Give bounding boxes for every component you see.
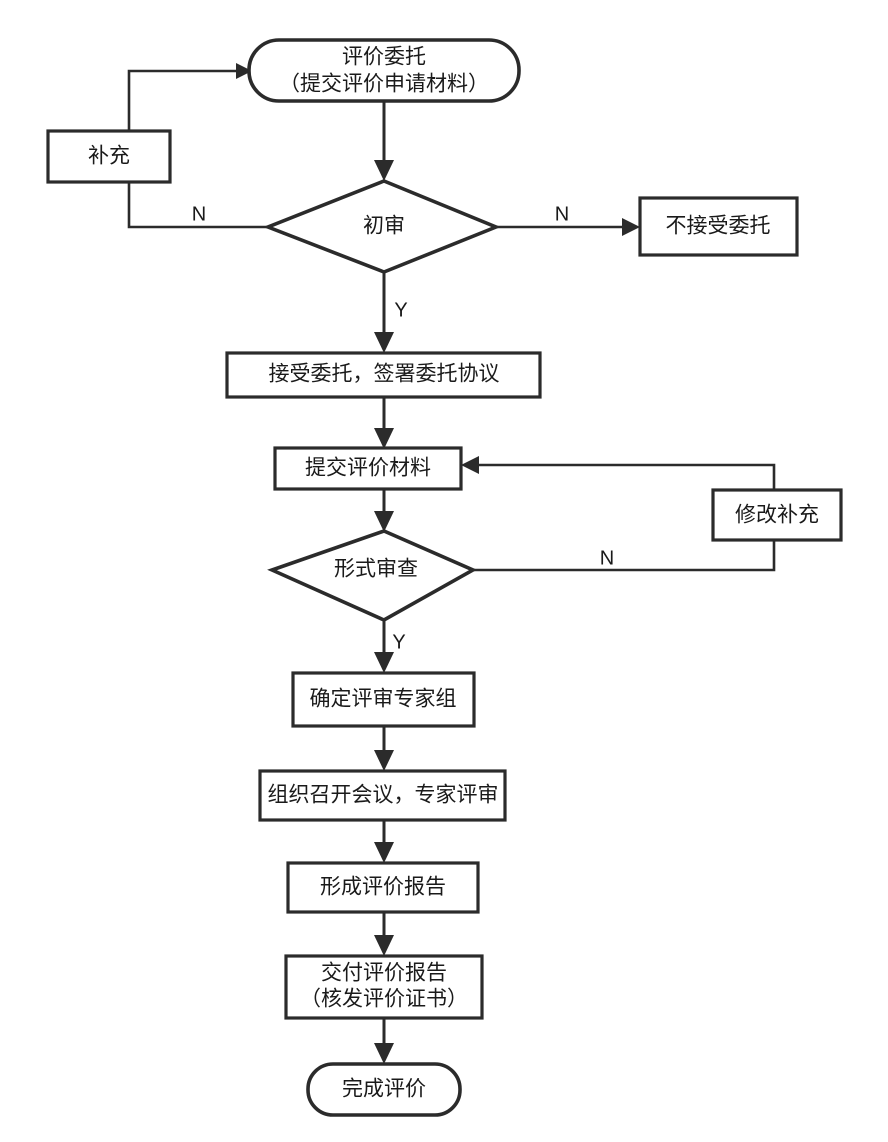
node-formal-review[interactable]: 形式审查 (267, 529, 478, 623)
node-expert-group[interactable]: 确定评审专家组 (291, 671, 476, 728)
node-supplement-label: 补充 (88, 145, 130, 168)
node-start-shape (247, 38, 521, 103)
node-supplement-shape (46, 129, 172, 184)
node-expert-group-label: 确定评审专家组 (310, 688, 457, 711)
node-revise-supplement-shape (711, 488, 843, 542)
node-initial-review-label: 初审 (363, 215, 405, 238)
node-accept-sign[interactable]: 接受委托，签署委托协议 (225, 351, 542, 399)
node-end[interactable]: 完成评价 (306, 1062, 462, 1117)
node-hold-meeting-shape (258, 769, 507, 822)
node-start-label-line1: 评价委托 (342, 46, 426, 69)
node-start-label-line2: （提交评价申请材料） (279, 73, 489, 96)
edge-formal-review-no-to-revise (473, 540, 776, 572)
arrowhead-initial-review-to-reject (622, 218, 640, 236)
node-expert-group-shape (291, 671, 476, 728)
node-form-report-label: 形成评价报告 (320, 876, 446, 899)
edge-supplement-to-start (127, 69, 243, 131)
node-form-report-shape (286, 861, 480, 914)
node-revise-supplement[interactable]: 修改补充 (711, 488, 843, 542)
edge-revise-to-submit (472, 463, 776, 490)
node-formal-review-shape (267, 529, 478, 623)
node-deliver-report-shape (284, 954, 484, 1020)
edge-label-formal-review-no: N (600, 547, 614, 569)
edge-label-initial-review-no-right: N (555, 203, 569, 225)
edge-initial-review-no-to-supplement (127, 182, 268, 229)
node-reject-label: 不接受委托 (666, 215, 771, 238)
node-submit-materials-shape (273, 446, 463, 491)
node-reject[interactable]: 不接受委托 (638, 196, 799, 257)
node-hold-meeting[interactable]: 组织召开会议，专家评审 (258, 769, 507, 822)
node-initial-review[interactable]: 初审 (263, 179, 501, 274)
node-deliver-report[interactable]: 交付评价报告 （核发评价证书） (284, 954, 484, 1020)
arrowhead-form-report-to-deliver (374, 935, 394, 956)
arrowhead-accept-to-submit (374, 428, 394, 449)
node-end-label: 完成评价 (342, 1078, 426, 1101)
node-start[interactable]: 评价委托 （提交评价申请材料） (247, 38, 521, 103)
arrowhead-deliver-to-end (374, 1043, 394, 1064)
arrowhead-initial-review-to-accept (374, 332, 394, 353)
node-initial-review-shape (263, 179, 501, 274)
arrowhead-expert-group-to-meeting (374, 750, 394, 771)
node-form-report[interactable]: 形成评价报告 (286, 861, 480, 914)
node-deliver-report-label-line1: 交付评价报告 (321, 962, 447, 985)
arrowhead-start-to-initial-review (374, 160, 394, 181)
node-revise-supplement-label: 修改补充 (735, 504, 819, 527)
node-end-shape (306, 1062, 462, 1117)
arrowhead-formal-review-to-expert-group (374, 652, 394, 673)
node-formal-review-label: 形式审查 (334, 558, 418, 581)
edge-label-initial-review-yes: Y (394, 299, 407, 321)
arrowhead-submit-to-formal-review (374, 511, 394, 532)
edge-label-initial-review-no-left: N (192, 203, 206, 225)
node-deliver-report-label-line2: （核发评价证书） (300, 988, 468, 1011)
arrowhead-supplement-to-start (236, 63, 252, 79)
node-supplement[interactable]: 补充 (46, 129, 172, 184)
node-accept-sign-label: 接受委托，签署委托协议 (269, 363, 500, 386)
node-submit-materials[interactable]: 提交评价材料 (273, 446, 463, 491)
node-hold-meeting-label: 组织召开会议，专家评审 (268, 784, 499, 807)
arrowhead-meeting-to-form-report (374, 842, 394, 863)
node-accept-sign-shape (225, 351, 542, 399)
arrowhead-revise-to-submit (461, 456, 479, 474)
node-submit-materials-label: 提交评价材料 (305, 457, 431, 480)
node-reject-shape (638, 196, 799, 257)
edge-label-formal-review-yes: Y (392, 631, 405, 653)
